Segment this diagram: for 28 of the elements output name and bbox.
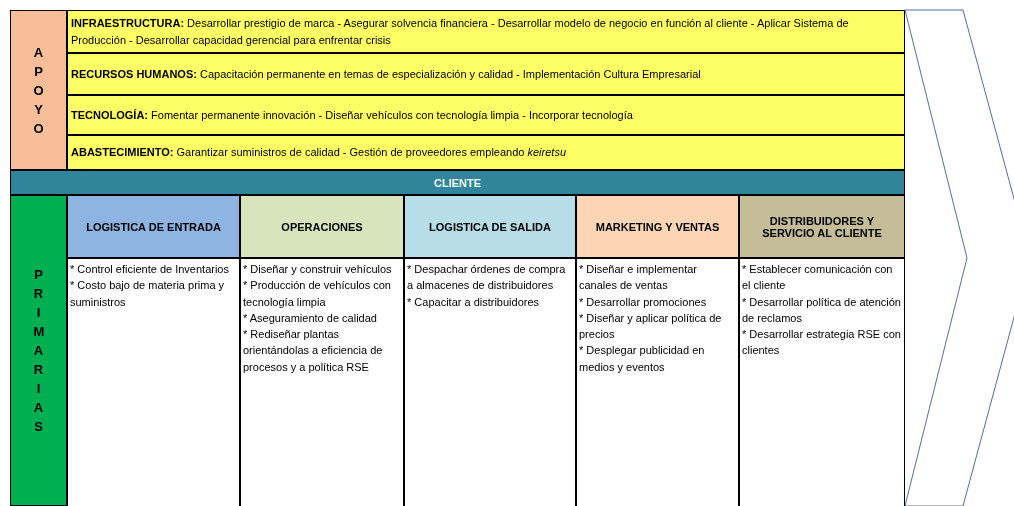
bullet-text: * Producción de vehículos con tecnología limpia [243,278,392,310]
bullet-text: * Control eficiente de Inventarios [70,262,230,277]
column-header: LOGISTICA DE ENTRADA [86,220,221,233]
column-header: OPERACIONES [281,220,363,233]
bullet-text: * Costo bajo de materia prima y suministros [70,278,226,310]
bullet-text: * Desarrollar política de atención de reclamos [742,294,902,326]
activity-text: RECURSOS HUMANOS: Capacitación permanente en temas de especialización y calidad - Implementación Cultura Empresarial [71,66,701,82]
band-label: CLIENTE [433,176,482,189]
bullet-text: * Desarrollar promociones [579,294,708,310]
bullet-text: * Capacitar a distribuidores [407,294,541,310]
bullet-text: * Diseñar y aplicar política de precios [579,310,723,343]
side-label: PRIMARIAS [33,266,44,436]
activity-text: ABASTECIMIENTO: Garantizar suministros de calidad - Gestión de proveedores empleando keiretsu [71,145,567,160]
bullet-text: * Rediseñar plantas orientándolas a eficiencia de procesos y a política RSE [243,327,384,375]
bullet-text: * Diseñar y construir vehículos [243,262,393,277]
bullet-text: * Desplegar publicidad en medios y eventos [579,343,706,375]
activity-text: INFRAESTRUCTURA: Desarrollar prestigio de marca - Asegurar solvencia financiera - Desarrollar modelo de negocio en función al cliente - Aplicar Sistema de Producción - Desarrollar capacidad gerencial para enfrentar crisis [71,15,850,48]
side-label: APOYO [33,43,44,138]
bullet-text: * Despachar órdenes de compra a almacenes de distribuidores [407,262,567,294]
bullet-text: * Diseñar e implementar canales de ventas [579,262,698,294]
column-header: DISTRIBUIDORES Y SERVICIO AL CLIENTE [761,214,883,239]
chevron-arrow [904,9,1014,506]
bullet-text: * Desarrollar estrategia RSE con clientes [742,327,902,359]
bullet-text: * Establecer comunicación con el cliente [742,262,894,294]
bullet-text: * Aseguramiento de calidad [243,310,378,326]
activity-text: TECNOLOGÍA: Fomentar permanente innovación - Diseñar vehículos con tecnología limpia - Incorporar tecnología [71,107,633,123]
column-header: LOGISTICA DE SALIDA [429,220,551,233]
column-header: MARKETING Y VENTAS [595,220,720,233]
